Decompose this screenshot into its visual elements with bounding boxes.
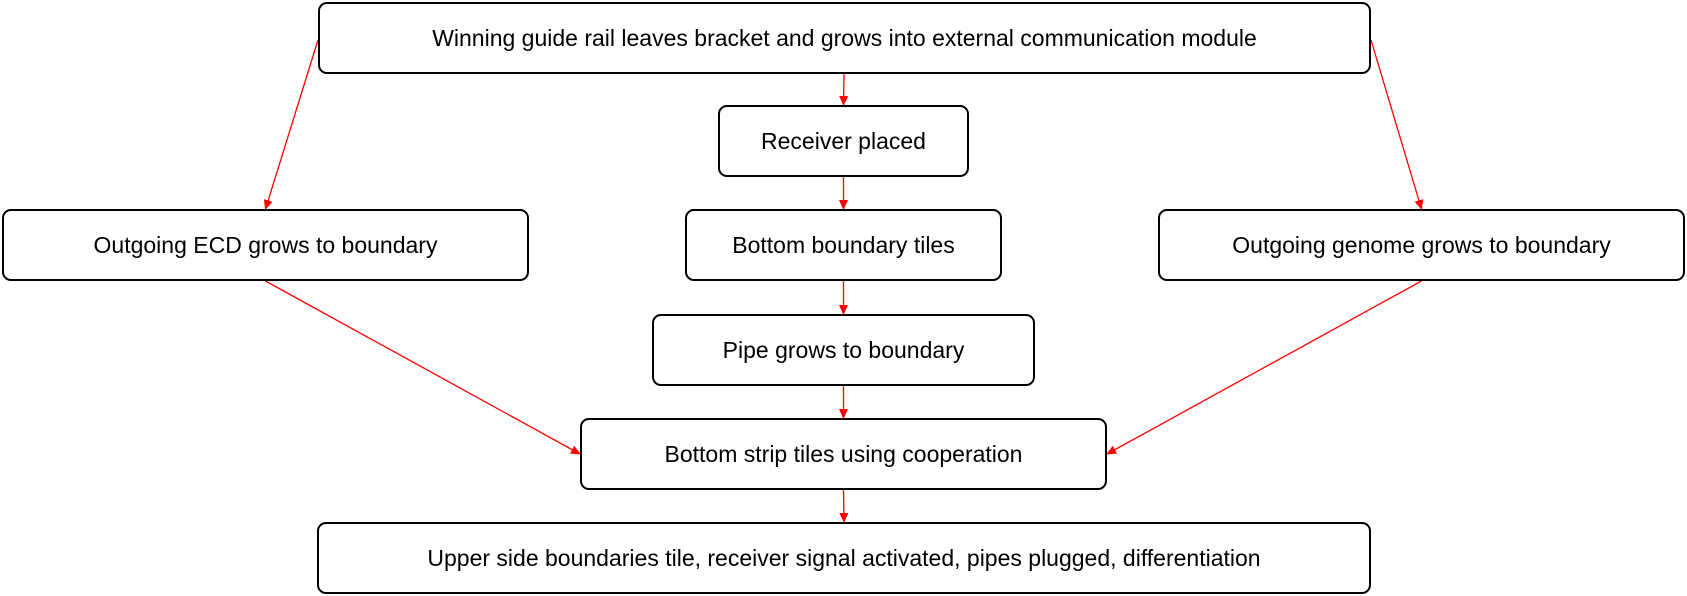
node-outgoing-ecd: Outgoing ECD grows to boundary <box>2 209 529 281</box>
node-label: Bottom boundary tiles <box>732 231 955 258</box>
node-label: Outgoing ECD grows to boundary <box>93 231 438 258</box>
node-bottom-boundary-tiles: Bottom boundary tiles <box>685 209 1002 281</box>
node-outgoing-genome: Outgoing genome grows to boundary <box>1158 209 1685 281</box>
edge-winning-rail-to-outgoing-ecd <box>263 39 319 210</box>
edge-winning-rail-to-receiver-placed <box>839 73 849 106</box>
edge-outgoing-genome-to-bottom-strip <box>1106 280 1422 455</box>
node-bottom-strip-tiles: Bottom strip tiles using cooperation <box>580 418 1107 490</box>
edge-bottom-strip-to-upper-side <box>839 489 849 523</box>
node-label: Winning guide rail leaves bracket and gr… <box>432 24 1257 51</box>
node-receiver-placed: Receiver placed <box>718 105 969 177</box>
node-label: Receiver placed <box>761 127 926 154</box>
node-pipe-grows: Pipe grows to boundary <box>652 314 1035 386</box>
node-upper-side-boundaries: Upper side boundaries tile, receiver sig… <box>317 522 1371 594</box>
node-label: Bottom strip tiles using cooperation <box>664 440 1023 467</box>
node-label: Outgoing genome grows to boundary <box>1232 231 1611 258</box>
node-label: Pipe grows to boundary <box>722 336 965 363</box>
edge-winning-rail-to-outgoing-genome <box>1370 39 1424 210</box>
edge-outgoing-ecd-to-bottom-strip <box>265 280 581 455</box>
node-winning-guide-rail: Winning guide rail leaves bracket and gr… <box>318 2 1371 74</box>
node-label: Upper side boundaries tile, receiver sig… <box>427 544 1261 571</box>
